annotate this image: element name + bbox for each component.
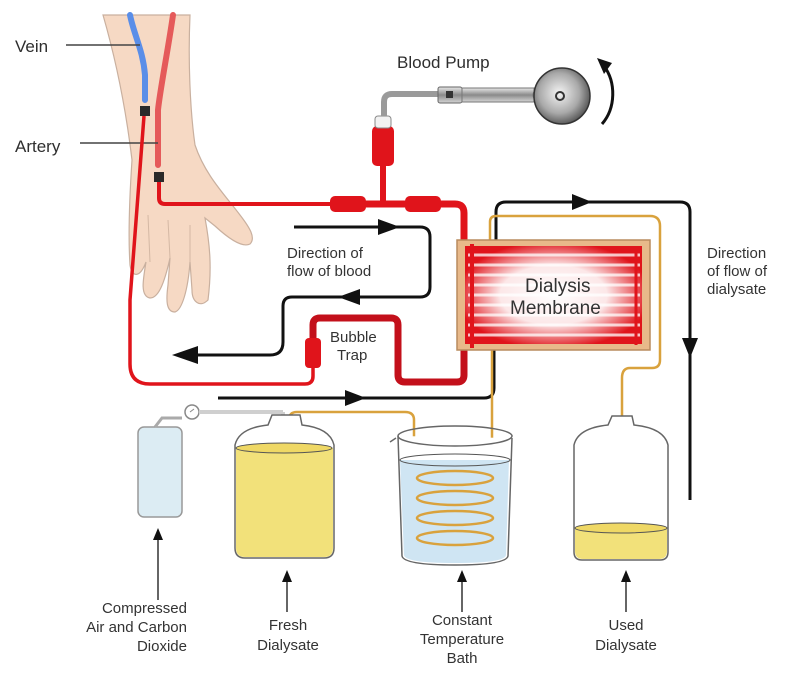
compressed-gas-pointer-icon xyxy=(153,528,163,540)
bubble-trap xyxy=(305,338,321,368)
fresh-dialysate-label-line1: Fresh xyxy=(269,617,307,634)
fresh-dialysate-bottle xyxy=(234,414,335,559)
direction-dialysate-label-line3: dialysate xyxy=(707,281,766,298)
tee-connector-left xyxy=(330,196,366,212)
direction-blood-label-line2: flow of blood xyxy=(287,263,371,280)
bubble-trap-label-line1: Bubble xyxy=(330,329,377,346)
fresh-dialysate-pointer-icon xyxy=(282,570,292,582)
hand-illustration xyxy=(102,14,253,313)
artery-label: Artery xyxy=(15,137,61,156)
blood-flow-arrowhead-icon xyxy=(338,289,360,305)
dialysate-flow-arrowhead-icon xyxy=(682,338,698,358)
blood-line-from-membrane xyxy=(309,314,468,386)
compressed-gas-label-line2: Air and Carbon xyxy=(86,619,187,636)
bath-pointer-icon xyxy=(457,570,467,582)
bubble-trap-label-line2: Trap xyxy=(337,347,367,364)
direction-blood-label-line1: Direction of xyxy=(287,245,364,262)
membrane-label-line2: Membrane xyxy=(510,298,601,319)
direction-dialysate-label-line2: of flow of xyxy=(707,263,768,280)
pump-rotation-arrow-icon xyxy=(600,65,615,125)
venous-return-line xyxy=(128,115,315,386)
dialysate-flow-direction-loop xyxy=(494,200,692,500)
membrane-label-line1: Dialysis xyxy=(525,276,590,297)
dialysis-membrane xyxy=(456,239,651,351)
bath-label-line3: Bath xyxy=(447,650,478,667)
vein-label: Vein xyxy=(15,37,48,56)
direction-dialysate-label-line1: Direction xyxy=(707,245,766,262)
artery-vessel xyxy=(155,12,176,168)
compressed-gas-label-line1: Compressed xyxy=(102,600,187,617)
pump-rotation-arrowhead-icon xyxy=(597,58,612,74)
vein-connector xyxy=(140,106,150,116)
compressed-gas-label-line3: Dioxide xyxy=(137,638,187,655)
dialysate-tube-top xyxy=(488,214,662,530)
bath-label-line2: Temperature xyxy=(420,631,504,648)
used-dialysate-label-line2: Dialysate xyxy=(595,637,657,654)
blood-pump-label: Blood Pump xyxy=(397,53,490,72)
dialysate-supply-arrowhead-icon xyxy=(345,390,366,406)
blood-line-to-membrane xyxy=(330,200,468,245)
dialysate-flow-arrowhead-icon xyxy=(572,194,592,210)
pump-chamber xyxy=(372,126,394,166)
blood-pump xyxy=(381,67,591,125)
used-dialysate-bottle xyxy=(573,415,669,561)
vein-vessel xyxy=(127,12,148,103)
pump-chamber-cap xyxy=(374,115,392,129)
used-dialysate-pointer-icon xyxy=(621,570,631,582)
compressed-gas-cylinder xyxy=(137,404,285,518)
used-dialysate-label-line1: Used xyxy=(608,617,643,634)
tee-connector-right xyxy=(405,196,441,212)
bath-label-line1: Constant xyxy=(432,612,493,629)
arterial-blood-line xyxy=(157,182,330,206)
fresh-dialysate-label-line2: Dialysate xyxy=(257,637,319,654)
blood-flow-arrowhead-icon xyxy=(172,346,198,364)
constant-temperature-bath xyxy=(389,425,513,566)
blood-flow-arrowhead-icon xyxy=(378,219,400,235)
artery-connector xyxy=(154,172,164,182)
tee-stem xyxy=(380,160,386,204)
